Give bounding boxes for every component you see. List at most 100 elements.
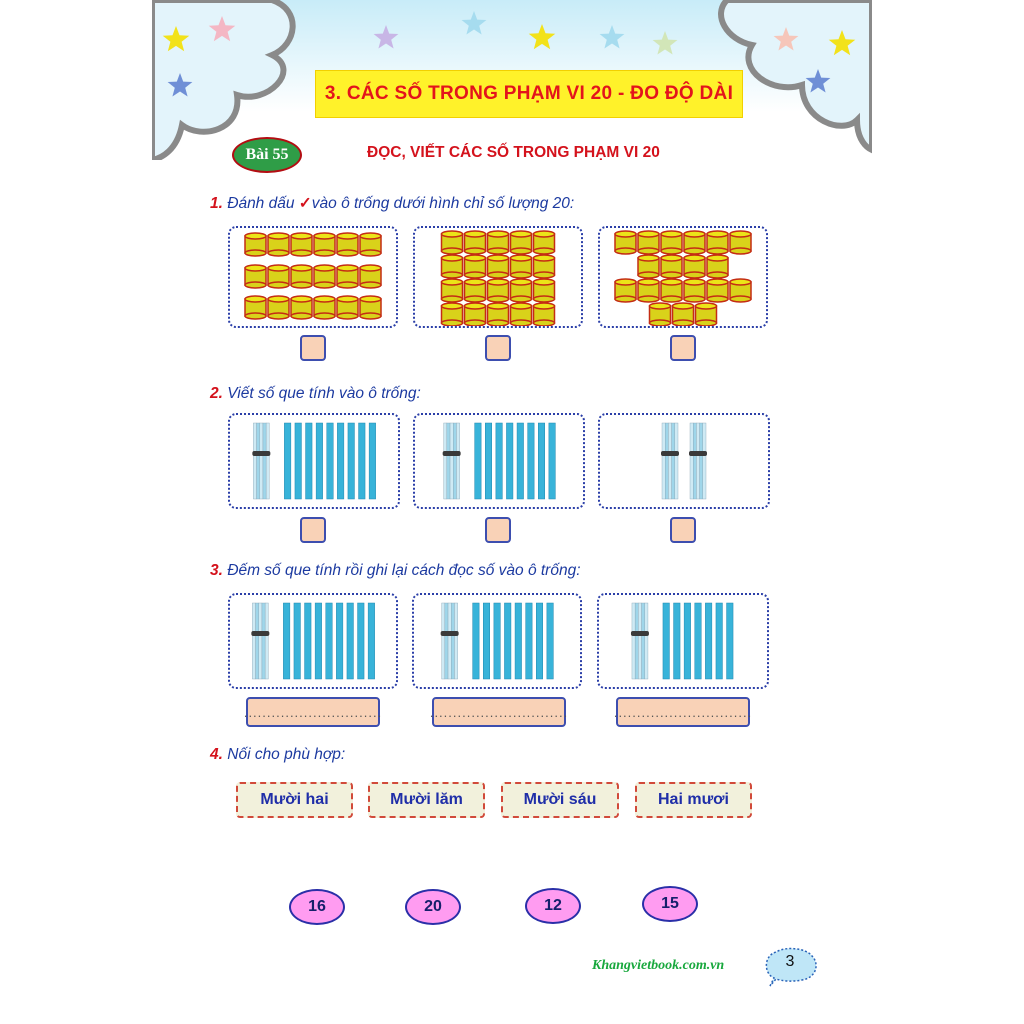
q2-group-3 bbox=[598, 413, 770, 509]
counting-stick-icon bbox=[485, 422, 492, 500]
stick-bundle-icon bbox=[630, 602, 649, 680]
match-word-muoi-sau[interactable]: Mười sáu bbox=[501, 782, 619, 818]
stick-group-2 bbox=[442, 422, 556, 500]
cylinder-icon bbox=[706, 254, 729, 279]
question-1-text-a: Đánh dấu bbox=[227, 195, 299, 212]
cylinder-icon bbox=[532, 254, 556, 279]
counting-stick-icon bbox=[705, 602, 713, 680]
counting-stick-icon bbox=[662, 602, 670, 680]
q3-answer-field-3[interactable]: .............................. bbox=[614, 697, 751, 727]
counting-stick-icon bbox=[357, 602, 365, 680]
star-icon bbox=[652, 31, 678, 55]
star-icon bbox=[373, 25, 399, 49]
cylinder-icon bbox=[313, 295, 336, 320]
counting-stick-icon bbox=[726, 602, 734, 680]
cylinder-icon bbox=[706, 278, 729, 303]
counting-stick-icon bbox=[516, 422, 524, 500]
question-1-text-b: vào ô trống dưới hình chỉ số lượng 20: bbox=[311, 195, 575, 212]
q1-group-1 bbox=[228, 226, 398, 328]
star-icon bbox=[773, 27, 799, 51]
page-number-bubble bbox=[765, 947, 817, 987]
q2-answer-box-2[interactable] bbox=[485, 517, 511, 543]
cylinder-icon bbox=[440, 302, 464, 327]
lesson-badge: Bài 55 bbox=[232, 137, 302, 173]
cylinder-icon bbox=[244, 264, 267, 289]
q1-check-box-2[interactable] bbox=[485, 335, 511, 361]
match-word-hai-muoi[interactable]: Hai mươi bbox=[635, 782, 752, 818]
cylinder-icon bbox=[532, 230, 556, 255]
counting-stick-icon bbox=[673, 602, 681, 680]
match-number-15[interactable]: 15 bbox=[642, 886, 698, 922]
q2-answer-box-3[interactable] bbox=[670, 517, 696, 543]
stick-group-6 bbox=[630, 602, 734, 680]
q3-answer-field-1[interactable]: .............................. bbox=[244, 697, 381, 727]
cylinder-icon bbox=[359, 232, 382, 257]
q3-group-1 bbox=[228, 593, 398, 689]
cylinder-icon bbox=[660, 230, 683, 255]
stick-group-5 bbox=[440, 602, 554, 680]
stick-group-1 bbox=[252, 422, 376, 500]
q1-group-2 bbox=[413, 226, 583, 328]
cylinder-icon bbox=[440, 254, 464, 279]
q1-check-box-3[interactable] bbox=[670, 335, 696, 361]
q1-check-box-1[interactable] bbox=[300, 335, 326, 361]
counting-stick-icon bbox=[367, 602, 375, 680]
cylinder-icon bbox=[267, 295, 290, 320]
counting-stick-icon bbox=[336, 602, 344, 680]
counting-stick-icon bbox=[293, 602, 301, 680]
counting-stick-icon bbox=[546, 602, 554, 680]
publisher-website: Khangvietbook.com.vn bbox=[592, 958, 725, 973]
q3-group-2 bbox=[412, 593, 582, 689]
counting-stick-icon bbox=[304, 602, 312, 680]
match-number-12[interactable]: 12 bbox=[525, 888, 581, 924]
page-number: 3 bbox=[785, 953, 795, 970]
cylinder-icon bbox=[336, 232, 359, 257]
cylinder-icon bbox=[660, 278, 683, 303]
counting-stick-icon bbox=[527, 422, 535, 500]
cylinder-icon bbox=[706, 230, 729, 255]
cylinder-icon bbox=[509, 278, 533, 303]
cylinder-icon bbox=[532, 302, 556, 327]
cylinder-icon bbox=[313, 232, 336, 257]
counting-stick-icon bbox=[474, 422, 482, 500]
q3-group-3 bbox=[597, 593, 769, 689]
counting-stick-icon bbox=[683, 602, 691, 680]
counting-stick-icon bbox=[506, 422, 514, 500]
match-word-muoi-hai[interactable]: Mười hai bbox=[236, 782, 353, 818]
q2-answer-box-1[interactable] bbox=[300, 517, 326, 543]
match-word-muoi-lam[interactable]: Mười lăm bbox=[368, 782, 485, 818]
question-4-number: 4. bbox=[210, 746, 223, 763]
q2-group-2 bbox=[413, 413, 585, 509]
cylinder-icon bbox=[486, 278, 510, 303]
counting-stick-icon bbox=[326, 422, 334, 500]
question-3: 3. Đếm số que tính rồi ghi lại cách đọc … bbox=[210, 562, 581, 580]
cylinder-icon bbox=[671, 302, 695, 327]
cylinder-icon bbox=[648, 302, 672, 327]
counting-stick-icon bbox=[314, 602, 322, 680]
cylinder-icon bbox=[729, 230, 752, 255]
question-1: 1. Đánh dấu ✓vào ô trống dưới hình chỉ s… bbox=[210, 194, 574, 213]
cylinder-icon bbox=[694, 302, 718, 327]
counting-stick-icon bbox=[514, 602, 522, 680]
question-2-text: Viết số que tính vào ô trống: bbox=[227, 385, 421, 402]
counting-stick-icon bbox=[284, 422, 292, 500]
cylinder-group-1 bbox=[244, 232, 382, 320]
stick-bundle-icon bbox=[252, 422, 271, 500]
checkmark-icon: ✓ bbox=[298, 195, 312, 212]
question-4-text: Nối cho phù hợp: bbox=[227, 746, 346, 763]
match-number-20[interactable]: 20 bbox=[405, 889, 461, 925]
cylinder-group-3 bbox=[614, 230, 752, 327]
star-icon bbox=[208, 16, 236, 42]
worksheet-page: 3. CÁC SỐ TRONG PHẠM VI 20 - ĐO ĐỘ DÀI B… bbox=[152, 0, 872, 1024]
stick-bundle-icon bbox=[442, 422, 461, 500]
counting-stick-icon bbox=[493, 602, 501, 680]
counting-stick-icon bbox=[715, 602, 723, 680]
match-number-16[interactable]: 16 bbox=[289, 889, 345, 925]
q3-answer-field-2[interactable]: .............................. bbox=[430, 697, 567, 727]
star-icon bbox=[162, 26, 190, 52]
cylinder-icon bbox=[463, 230, 487, 255]
counting-stick-icon bbox=[694, 602, 702, 680]
chapter-title: 3. CÁC SỐ TRONG PHẠM VI 20 - ĐO ĐỘ DÀI bbox=[315, 70, 743, 118]
cylinder-icon bbox=[313, 264, 336, 289]
counting-stick-icon bbox=[536, 602, 543, 680]
